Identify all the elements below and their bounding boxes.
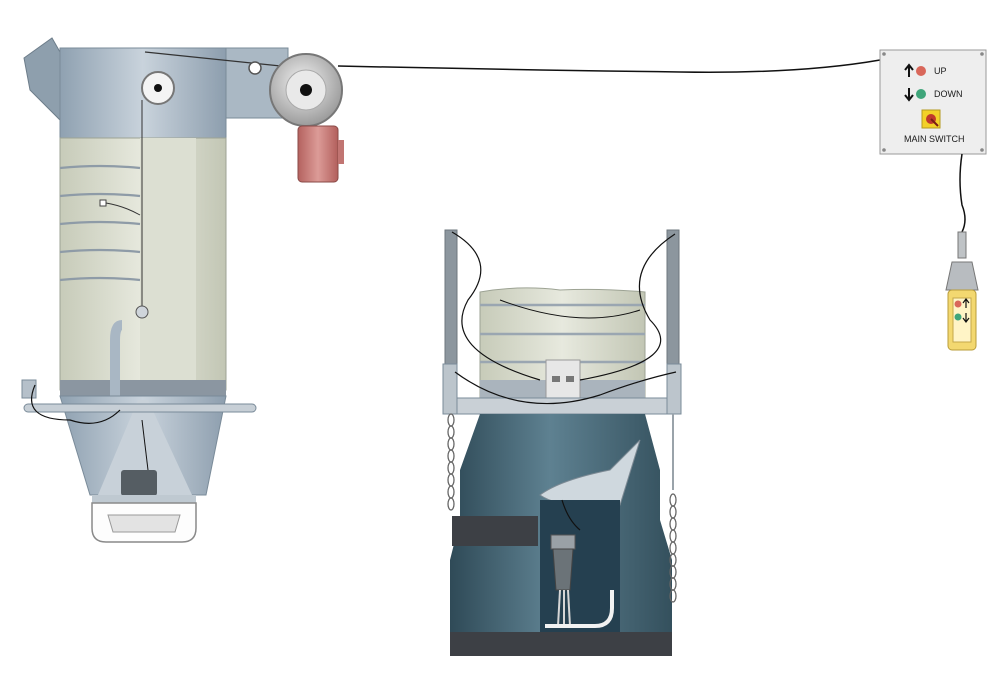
sensor-wire [105,202,141,216]
small-pulley [248,61,262,75]
pendant-control [945,231,979,351]
sensor-cable [141,419,149,471]
left-loading-spout [21,37,301,543]
left-chain [447,413,455,511]
air-pipe [110,320,123,400]
main-switch-label: MAIN SWITCH [904,134,965,144]
closeup-wire-left [451,231,541,381]
up-label: UP [934,66,947,76]
arrow-down-icon [904,88,914,102]
closeup-wire-mid [499,299,641,319]
winch-unit [269,53,344,183]
inlet-chute [23,37,61,122]
winch-motor [297,125,339,183]
pendant-up-button[interactable] [954,300,962,308]
cross-beam [442,397,682,415]
bottom-level-sensor [121,470,157,496]
closeup-bellows [479,287,646,401]
hood-pulley-hub [154,84,162,92]
sensor-tag [99,199,107,207]
middle-closeup [442,229,682,656]
right-chain [669,414,677,603]
probe-cable [561,499,581,531]
center-bracket [545,359,581,403]
side-cable [30,384,121,424]
down-button[interactable] [916,89,926,99]
inner-cavity [540,500,620,632]
base-ring [450,632,672,656]
closeup-wire-lower [454,371,677,405]
bellows-rings [59,164,141,282]
pendant-cable [959,153,966,233]
probe-return-pipe [545,590,614,628]
skirt-top [92,495,196,503]
skirt-inner [107,514,181,533]
probe-head [550,534,576,550]
bottom-band [60,380,226,396]
control-panel: UP DOWN MAIN SWITCH [879,49,987,155]
up-button[interactable] [916,66,926,76]
down-label: DOWN [934,89,963,99]
bellows-inner [140,138,196,390]
collar-left [452,516,538,546]
power-cable [337,59,881,73]
arrow-up-icon [904,63,914,77]
probe-body [552,548,574,591]
pendant-down-button[interactable] [954,313,962,321]
cable-pulley [135,305,149,319]
hoist-wire-top [144,51,301,69]
cross-rail [23,403,257,413]
closeup-wire-right [579,233,676,381]
